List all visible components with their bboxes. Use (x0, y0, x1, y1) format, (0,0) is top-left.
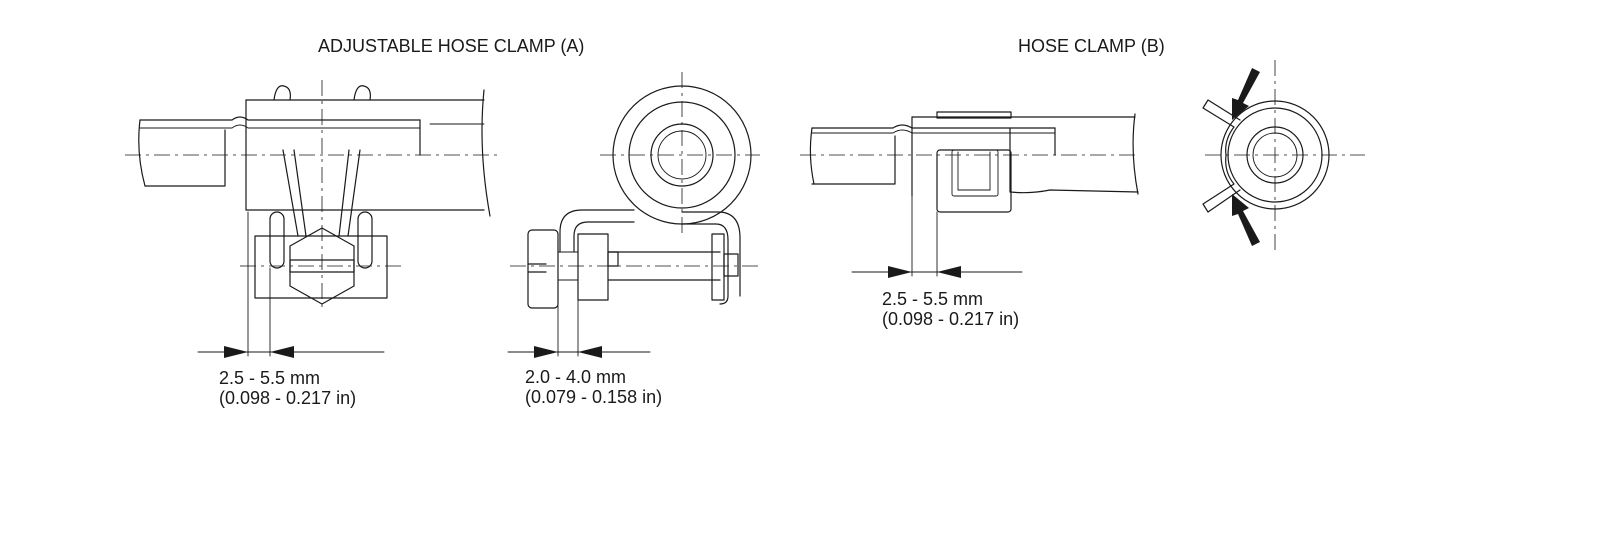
pipe-tube (809, 124, 1056, 185)
clamp-a-side-view: 2.5 - 5.5 mm (0.098 - 0.217 in) (125, 80, 500, 408)
clamp-a-side-imperial: (0.098 - 0.217 in) (219, 388, 356, 408)
hose (245, 89, 491, 217)
hex-screw-head (289, 227, 355, 305)
squeeze-arrow-upper (1232, 68, 1260, 120)
clamp-b-side-dimension (851, 195, 1023, 278)
dimension-arrow (578, 346, 602, 358)
clamp-a-end-view: 2.0 - 4.0 mm (0.079 - 0.158 in) (507, 72, 760, 407)
dimension-arrow (224, 346, 248, 358)
dimension-arrow (270, 346, 294, 358)
clamp-b-end-view (1202, 60, 1365, 250)
clamp-housing-end (577, 233, 739, 301)
hose (911, 113, 1139, 197)
squeeze-arrow-lower (1232, 194, 1260, 246)
clamp-a-side-metric: 2.5 - 5.5 mm (219, 368, 320, 388)
clamp-band-loop (559, 209, 741, 305)
clamp-b-side-view: 2.5 - 5.5 mm (0.098 - 0.217 in) (800, 111, 1140, 329)
clamp-a-side-dimension (197, 211, 385, 358)
clamp-band (269, 85, 373, 269)
dimension-arrow (888, 266, 912, 278)
dimension-arrow (534, 346, 558, 358)
hose-cross-section (1220, 100, 1330, 210)
clamp-housing (254, 235, 388, 299)
screw-head (527, 229, 579, 309)
clamp-a-end-imperial: (0.079 - 0.158 in) (525, 387, 662, 407)
clamp-b-side-metric: 2.5 - 5.5 mm (882, 289, 983, 309)
title-adjustable-hose-clamp: ADJUSTABLE HOSE CLAMP (A) (318, 36, 584, 56)
spring-clamp (936, 111, 1012, 213)
clamp-a-end-dimension (507, 299, 651, 358)
clamp-tangs (1202, 99, 1241, 213)
pipe-tube (138, 116, 421, 187)
dimension-arrow (937, 266, 961, 278)
clamp-b-side-imperial: (0.098 - 0.217 in) (882, 309, 1019, 329)
clamp-a-end-metric: 2.0 - 4.0 mm (525, 367, 626, 387)
title-hose-clamp: HOSE CLAMP (B) (1018, 36, 1165, 56)
